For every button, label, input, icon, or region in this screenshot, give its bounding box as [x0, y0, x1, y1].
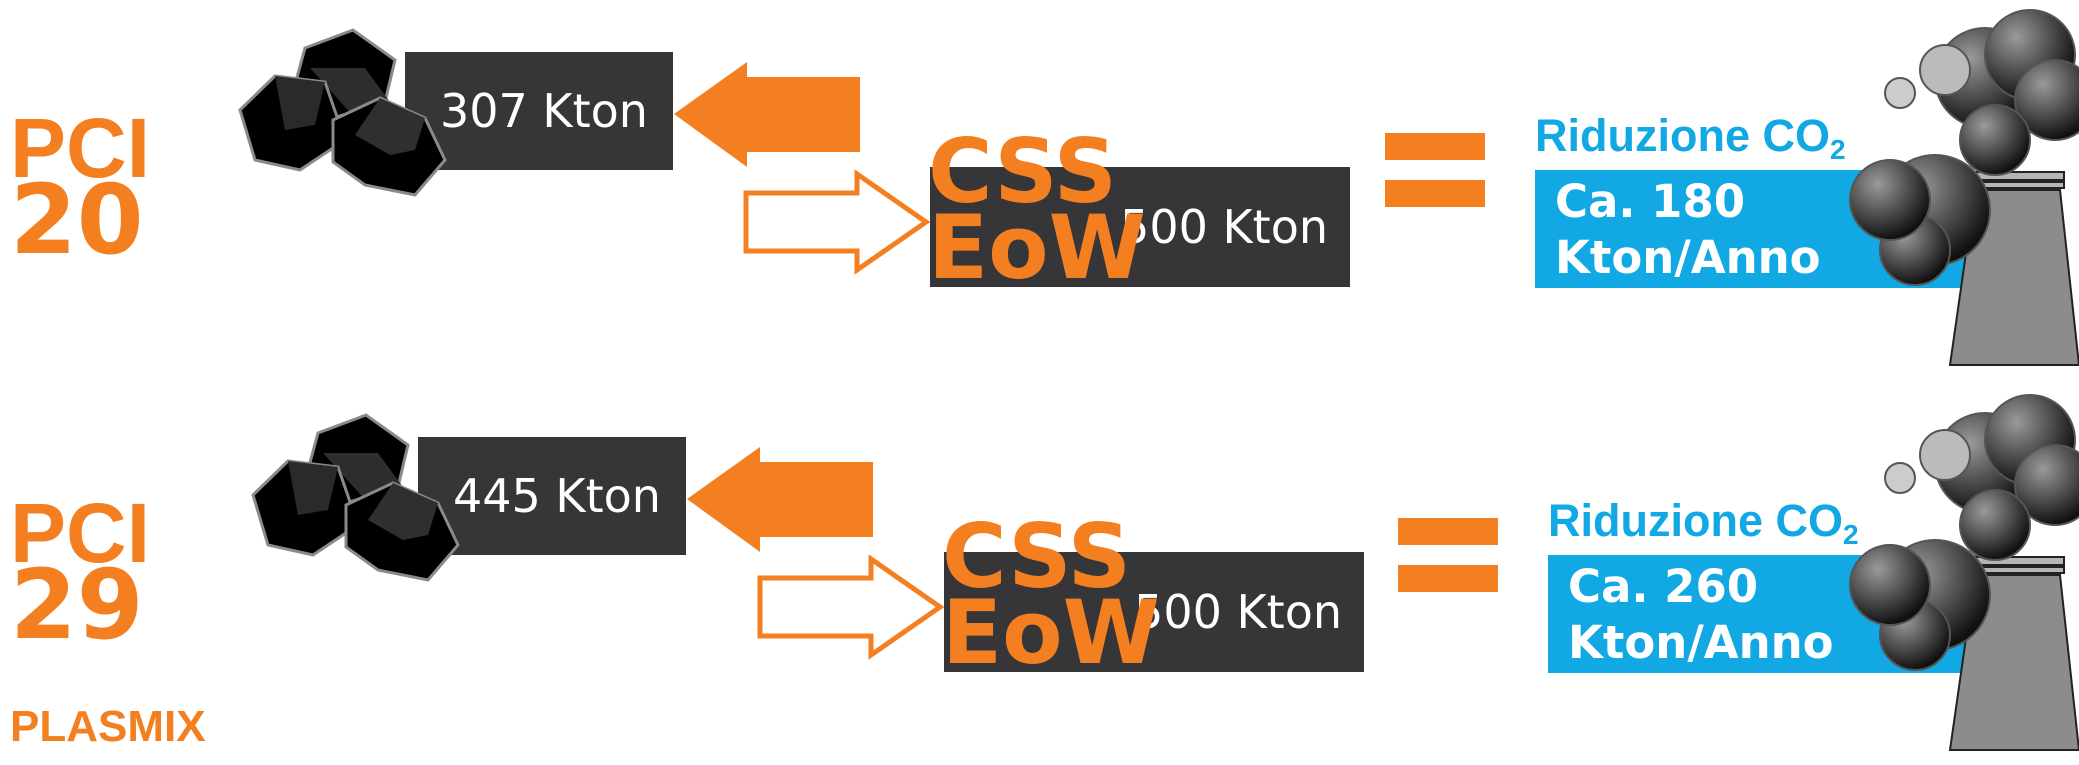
css-label: CSS — [942, 505, 1132, 608]
reduction-amount: Ca. 260 — [1568, 560, 1759, 613]
css-amount-box: 500 Kton — [944, 552, 1364, 672]
outline-right-arrow-icon — [757, 555, 945, 660]
css-amount: 500 Kton — [1120, 200, 1328, 254]
equals-icon — [1398, 518, 1498, 593]
css-eow-label: CSS EoW — [942, 505, 1160, 684]
scenario-row-pci-20: PCI 20 307 Kton 500 Kton CSS EoW Riduzio… — [0, 0, 2079, 380]
pci-label: PCI — [10, 101, 151, 195]
coal-amount-box: 445 Kton — [418, 437, 686, 555]
css-amount: 500 Kton — [1134, 585, 1342, 639]
pci-value: 29 — [10, 549, 144, 661]
reduction-amount: Ca. 180 — [1555, 175, 1746, 228]
co2-reduction-title: Riduzione CO2 — [1548, 495, 1859, 551]
coal-amount: 307 Kton — [440, 84, 648, 138]
co2-title-text: Riduzione CO — [1548, 495, 1843, 546]
co2-subscript: 2 — [1842, 519, 1859, 550]
co2-subscript: 2 — [1829, 134, 1846, 165]
css-amount-box: 500 Kton — [930, 167, 1350, 287]
coal-icon — [238, 28, 447, 197]
equals-icon — [1385, 133, 1485, 208]
eow-label: EoW — [942, 581, 1160, 684]
coal-icon — [251, 413, 460, 582]
factory-smoke-icon — [1849, 9, 2079, 366]
filled-left-arrow-icon — [674, 62, 860, 167]
factory-smoke-icon — [1849, 394, 2079, 751]
co2-reduction-title: Riduzione CO2 — [1535, 110, 1846, 166]
reduction-unit: Kton/Anno — [1555, 231, 1821, 284]
coal-amount-box: 307 Kton — [405, 52, 673, 170]
outline-right-arrow-icon — [743, 170, 931, 275]
plasmix-label: PLASMIX — [10, 702, 206, 751]
pci-value: 20 — [10, 164, 144, 276]
css-label: CSS — [928, 120, 1118, 223]
scenario-row-pci-29: PCI 29 445 Kton 500 Kton CSS EoW Riduzio… — [0, 385, 2079, 765]
eow-label: EoW — [928, 196, 1146, 299]
filled-left-arrow-icon — [687, 447, 873, 552]
coal-amount: 445 Kton — [453, 469, 661, 523]
reduction-unit: Kton/Anno — [1568, 616, 1834, 669]
co2-title-text: Riduzione CO — [1535, 110, 1830, 161]
css-eow-label: CSS EoW — [928, 120, 1146, 299]
pci-label: PCI — [10, 486, 151, 580]
